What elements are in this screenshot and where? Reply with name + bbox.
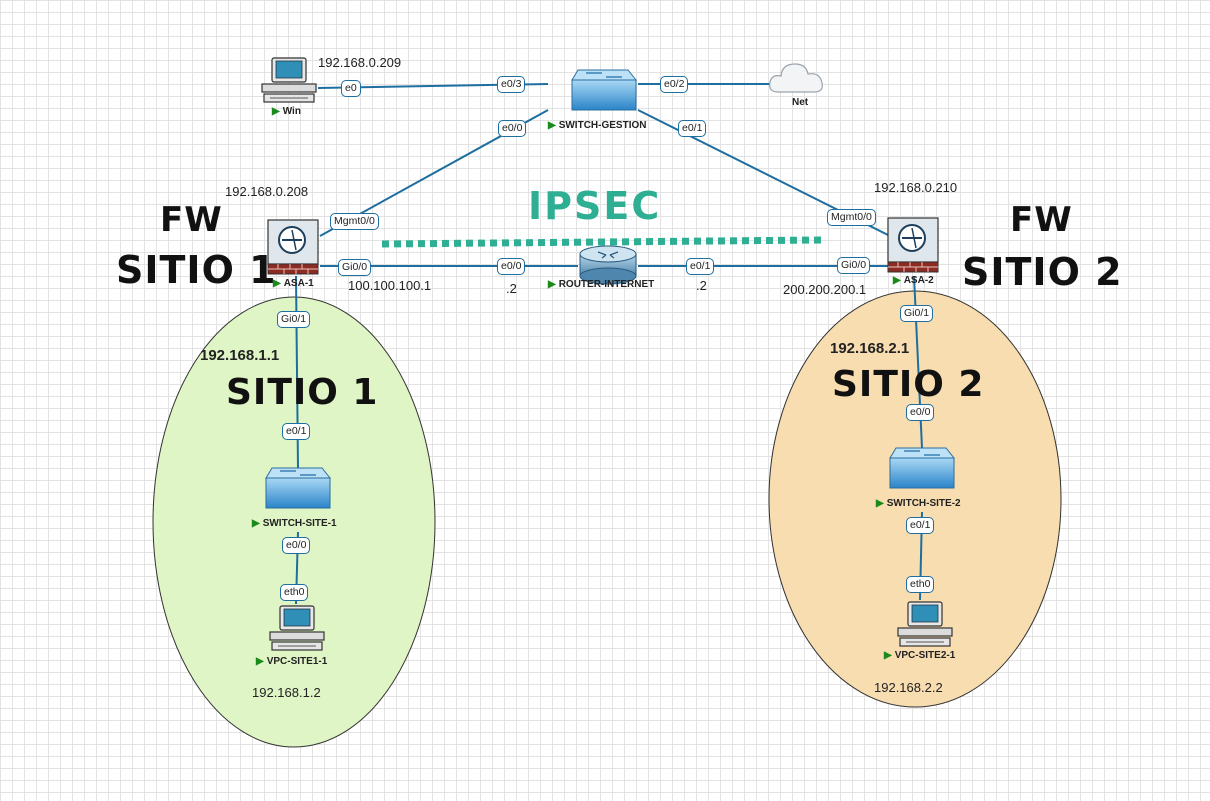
play-icon: ▶ [893, 275, 901, 286]
port-switch1-e00: e0/0 [282, 537, 311, 554]
fw-site1-title-fw: FW [160, 200, 223, 240]
port-asa2-gi00: Gi0/0 [837, 257, 871, 274]
node-name: SWITCH-GESTION [558, 120, 647, 131]
ipsec-tunnel [381, 236, 823, 248]
ip-asa2-inside: 192.168.2.1 [830, 340, 910, 357]
ip-vpc1: 192.168.1.2 [252, 685, 321, 700]
ip-vpc2: 192.168.2.2 [874, 680, 943, 695]
vpc-site2-icon[interactable] [897, 601, 953, 647]
port-switch-e00: e0/0 [498, 120, 527, 137]
port-asa2-mgmt: Mgmt0/0 [827, 209, 876, 226]
play-icon: ▶ [273, 278, 281, 289]
port-asa1-mgmt: Mgmt0/0 [330, 213, 379, 230]
node-label-win[interactable]: ▶Win [272, 106, 301, 117]
node-label-switch-site1[interactable]: ▶SWITCH-SITE-1 [252, 518, 337, 529]
node-name: ASA-2 [903, 275, 934, 286]
play-icon: ▶ [256, 656, 264, 667]
port-switch2-e00: e0/0 [906, 404, 935, 421]
switch-site2-icon[interactable] [889, 447, 956, 489]
port-switch-e03: e0/3 [497, 76, 526, 93]
node-label-switch-gestion[interactable]: ▶SWITCH-GESTION [548, 120, 646, 131]
ip-win: 192.168.0.209 [318, 55, 402, 70]
fw-site2-title-fw: FW [1010, 200, 1073, 240]
port-vpc2-eth0: eth0 [906, 576, 935, 593]
node-label-vpc2[interactable]: ▶VPC-SITE2-1 [884, 650, 955, 661]
node-label-asa1[interactable]: ▶ASA-1 [273, 278, 314, 289]
site1-zone [152, 296, 436, 748]
node-label-router[interactable]: ▶ROUTER-INTERNET [548, 279, 654, 290]
node-name: ROUTER-INTERNET [558, 279, 655, 290]
site2-title: SITIO 2 [832, 364, 985, 405]
node-name: VPC-SITE1-1 [266, 656, 328, 667]
node-name: VPC-SITE2-1 [894, 650, 956, 661]
port-asa2-gi01: Gi0/1 [900, 305, 934, 322]
play-icon: ▶ [884, 650, 892, 661]
ip-asa1-outside: 100.100.100.1 [348, 278, 432, 293]
ip-router-left: .2 [506, 281, 517, 296]
play-icon: ▶ [876, 498, 884, 509]
fw-site2-title-sitio: SITIO 2 [962, 250, 1123, 294]
port-switch2-e01: e0/1 [906, 517, 935, 534]
port-win-e0: e0 [341, 80, 361, 97]
switch-gestion-icon[interactable] [571, 69, 638, 111]
router-icon[interactable] [579, 245, 637, 285]
win-pc-icon[interactable] [261, 57, 317, 103]
play-icon: ▶ [548, 120, 556, 131]
ip-router-right: .2 [696, 278, 707, 293]
port-switch-e02: e0/2 [660, 76, 689, 93]
port-vpc1-eth0: eth0 [280, 584, 309, 601]
node-label-vpc1[interactable]: ▶VPC-SITE1-1 [256, 656, 327, 667]
node-label-switch-site2[interactable]: ▶SWITCH-SITE-2 [876, 498, 961, 509]
node-label-net[interactable]: Net [792, 97, 808, 108]
switch-site1-icon[interactable] [265, 467, 332, 509]
node-name: SWITCH-SITE-1 [262, 518, 337, 529]
ip-asa1-inside: 192.168.1.1 [200, 347, 280, 364]
asa1-firewall-icon[interactable] [267, 219, 319, 275]
ip-asa2-mgmt: 192.168.0.210 [874, 180, 958, 195]
node-name: ASA-1 [283, 278, 314, 289]
node-name: SWITCH-SITE-2 [886, 498, 961, 509]
port-router-e00: e0/0 [497, 258, 526, 275]
ip-asa2-outside: 200.200.200.1 [783, 282, 867, 297]
port-asa1-gi00: Gi0/0 [338, 259, 372, 276]
net-cloud-icon[interactable] [769, 63, 823, 93]
play-icon: ▶ [252, 518, 260, 529]
port-asa1-gi01: Gi0/1 [277, 311, 311, 328]
ipsec-title: IPSEC [528, 184, 662, 228]
node-name: Win [282, 106, 301, 117]
port-switch-e01: e0/1 [678, 120, 707, 137]
asa2-firewall-icon[interactable] [887, 217, 939, 273]
port-switch1-e01: e0/1 [282, 423, 311, 440]
play-icon: ▶ [272, 106, 280, 117]
port-router-e01: e0/1 [686, 258, 715, 275]
node-name: Net [792, 97, 809, 108]
fw-site1-title-sitio: SITIO 1 [116, 248, 277, 292]
node-label-asa2[interactable]: ▶ASA-2 [893, 275, 934, 286]
vpc-site1-icon[interactable] [269, 605, 325, 651]
site1-title: SITIO 1 [226, 372, 379, 413]
ip-asa1-mgmt: 192.168.0.208 [225, 184, 309, 199]
play-icon: ▶ [548, 279, 556, 290]
